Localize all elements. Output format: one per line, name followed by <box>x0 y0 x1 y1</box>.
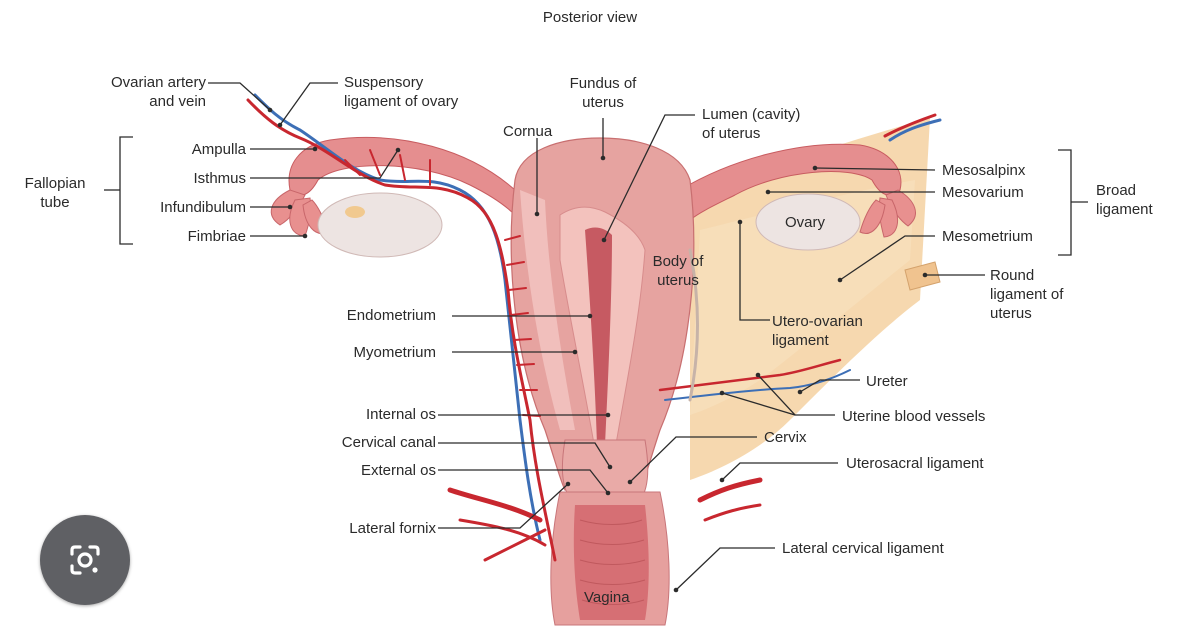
label-uterosacral: Uterosacral ligament <box>846 454 984 473</box>
google-lens-icon <box>64 539 106 581</box>
label-mesovarium: Mesovarium <box>942 183 1024 202</box>
label-internal-os: Internal os <box>296 405 436 424</box>
label-cornua: Cornua <box>503 122 552 141</box>
label-external-os: External os <box>296 461 436 480</box>
label-utero-ovarian: Utero-ovarian ligament <box>772 312 863 350</box>
left-ovary-shape <box>318 193 442 257</box>
label-mesosalpinx: Mesosalpinx <box>942 161 1025 180</box>
label-round-ligament: Round ligament of uterus <box>990 266 1063 323</box>
label-lateral-cervical: Lateral cervical ligament <box>782 539 944 558</box>
label-body-of-uterus: Body of uterus <box>636 252 720 290</box>
label-fimbriae: Fimbriae <box>100 227 246 246</box>
label-endometrium: Endometrium <box>296 306 436 325</box>
label-fundus: Fundus of uterus <box>548 74 658 112</box>
label-uterine-vessels: Uterine blood vessels <box>842 407 985 426</box>
label-lumen: Lumen (cavity) of uterus <box>702 105 800 143</box>
label-infundibulum: Infundibulum <box>100 198 246 217</box>
diagram-title: Posterior view <box>510 8 670 27</box>
label-ovary: Ovary <box>785 213 825 232</box>
label-isthmus: Isthmus <box>100 169 246 188</box>
label-ureter: Ureter <box>866 372 908 391</box>
google-lens-button[interactable] <box>40 515 130 605</box>
label-suspensory-ligament: Suspensory ligament of ovary <box>344 73 458 111</box>
label-cervix: Cervix <box>764 428 807 447</box>
label-broad-ligament: Broad ligament <box>1096 181 1153 219</box>
label-myometrium: Myometrium <box>296 343 436 362</box>
label-ampulla: Ampulla <box>100 140 246 159</box>
label-ovarian-artery-vein: Ovarian artery and vein <box>60 73 206 111</box>
label-mesometrium: Mesometrium <box>942 227 1033 246</box>
label-vagina: Vagina <box>584 588 630 607</box>
label-cervical-canal: Cervical canal <box>296 433 436 452</box>
label-fallopian-tube: Fallopian tube <box>10 174 100 212</box>
label-lateral-fornix: Lateral fornix <box>296 519 436 538</box>
